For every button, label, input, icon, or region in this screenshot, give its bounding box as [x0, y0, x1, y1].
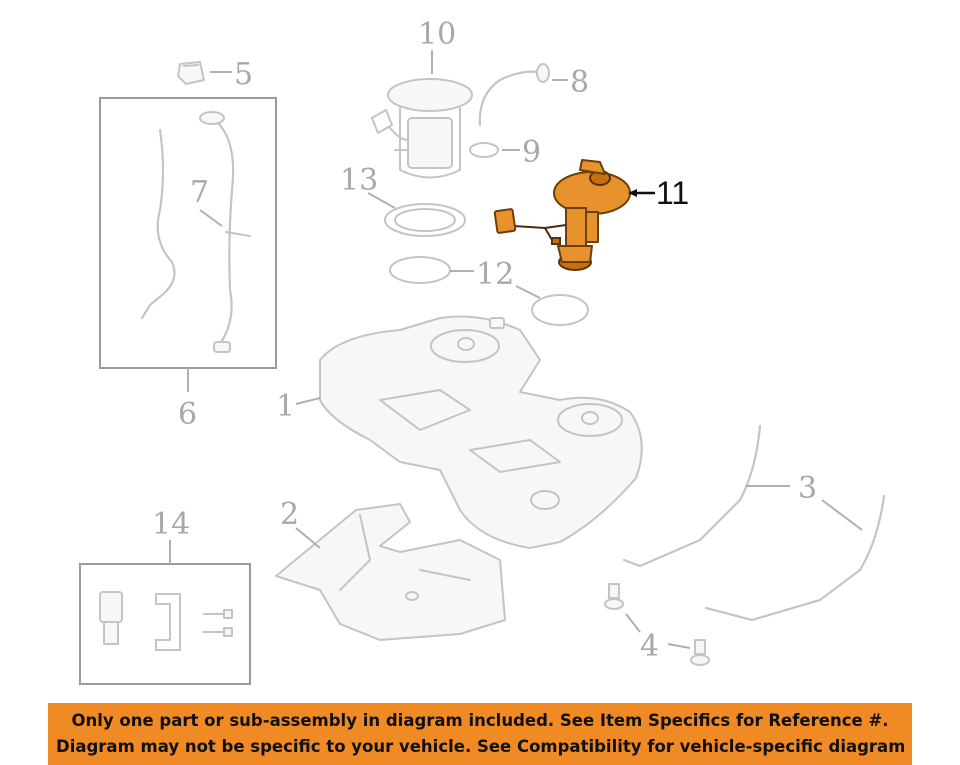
heat-shield-part-2: [275, 503, 506, 641]
seal-part-12a: [389, 256, 451, 284]
filler-pipe-frame-part-6: [99, 97, 277, 369]
callout-6: 6: [178, 397, 197, 432]
bolt-part-4b: [690, 639, 710, 666]
leader-1: [295, 397, 321, 405]
fittings-part-14: [99, 591, 233, 651]
fuel-pump-module-part-10: [371, 78, 473, 179]
callout-9: 9: [522, 135, 541, 170]
seal-part-12b: [531, 294, 589, 326]
callout-5: 5: [234, 57, 253, 92]
disclaimer-line-1: Only one part or sub-assembly in diagram…: [71, 711, 889, 730]
leader-11-arrowhead: [628, 189, 637, 197]
bolt-part-4a: [604, 583, 624, 610]
leader-3b: [821, 499, 863, 531]
tank-strap-part-3: [623, 425, 885, 621]
leader-7: [199, 209, 223, 227]
lock-ring-part-13: [384, 203, 466, 237]
vent-hose-part-8: [478, 63, 550, 126]
fuel-cap-part-5: [177, 61, 205, 85]
callout-1: 1: [276, 389, 295, 424]
fuel-sender-assembly-part-11: [493, 159, 631, 271]
callout-4: 4: [640, 629, 659, 664]
fuel-tank-part-1: [319, 315, 643, 549]
callout-11: 11: [656, 175, 689, 211]
filler-pipe-part-7: [141, 111, 251, 353]
disclaimer-line-2: Diagram may not be specific to your vehi…: [56, 737, 904, 756]
callout-8: 8: [570, 65, 589, 100]
callout-14: 14: [152, 507, 190, 542]
disclaimer-banner: Only one part or sub-assembly in diagram…: [48, 703, 912, 765]
fittings-frame-part-14: [79, 563, 251, 685]
callout-7: 7: [190, 175, 209, 210]
callout-10: 10: [418, 17, 456, 52]
callout-12: 12: [476, 257, 514, 292]
leader-2: [295, 527, 321, 549]
leader-13: [367, 192, 396, 209]
callout-13: 13: [340, 163, 378, 198]
callout-3: 3: [798, 471, 817, 506]
leader-4a: [625, 613, 641, 633]
leader-4b: [667, 643, 691, 649]
callout-2: 2: [280, 497, 299, 532]
leader-12b: [515, 285, 541, 299]
o-ring-part-9: [469, 142, 499, 158]
